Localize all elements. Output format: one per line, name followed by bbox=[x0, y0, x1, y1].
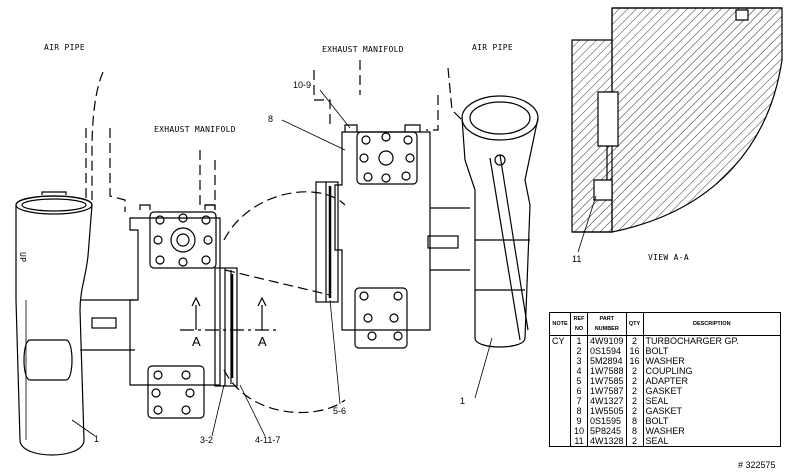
cell-note bbox=[549, 396, 571, 406]
cell-desc: ADAPTER bbox=[642, 376, 782, 386]
cell-note bbox=[549, 386, 571, 396]
cell-desc: WASHER bbox=[642, 356, 782, 366]
figure-number: # 322575 bbox=[738, 460, 776, 470]
air-pipe-right-label: AIR PIPE bbox=[472, 43, 513, 52]
cell-part: 4W9109 bbox=[587, 335, 627, 346]
header-ref-no: REF NO bbox=[570, 312, 588, 336]
callout-5-6: 5-6 bbox=[333, 406, 346, 416]
cell-qty: 2 bbox=[625, 386, 644, 396]
cell-part: 5P8245 bbox=[587, 426, 627, 436]
cell-note bbox=[549, 356, 571, 366]
up-mark: UP bbox=[18, 252, 27, 262]
cell-desc: GASKET bbox=[642, 406, 782, 416]
cell-qty: 16 bbox=[625, 346, 644, 356]
callout-4-11-7: 4-11-7 bbox=[255, 435, 280, 445]
air-pipe-left-label: AIR PIPE bbox=[44, 43, 85, 52]
cell-part: 5M2894 bbox=[587, 356, 627, 366]
cell-desc: COUPLING bbox=[642, 366, 782, 376]
cell-part: 1W7587 bbox=[587, 386, 627, 396]
right-turbocharger bbox=[315, 124, 470, 349]
cell-qty: 2 bbox=[625, 406, 644, 416]
table-row: 7 4W1327 2 SEAL bbox=[549, 396, 782, 406]
table-row: 3 5M2894 16 WASHER bbox=[549, 356, 782, 366]
header-qty: QTY bbox=[625, 312, 644, 336]
cell-ref: 10 bbox=[570, 426, 588, 436]
table-row: 8 1W5505 2 GASKET bbox=[549, 406, 782, 416]
cell-qty: 16 bbox=[625, 356, 644, 366]
callout-10-9: 10-9 bbox=[293, 80, 311, 90]
cell-part: 4W1328 bbox=[587, 436, 627, 447]
parts-table-header: NOTE REF NO PART NUMBER QTY DESCRIPTION bbox=[549, 312, 782, 336]
section-mark-right: A bbox=[258, 334, 267, 349]
cell-part: 1W5505 bbox=[587, 406, 627, 416]
callout-1-right: 1 bbox=[460, 396, 465, 406]
table-row: 9 0S1595 8 BOLT bbox=[549, 416, 782, 426]
header-note: NOTE bbox=[549, 312, 571, 336]
cell-desc: TURBOCHARGER GP. bbox=[642, 335, 782, 346]
section-view-a-a bbox=[571, 7, 783, 233]
exhaust-manifold-left-label: EXHAUST MANIFOLD bbox=[154, 125, 236, 134]
leader-lines bbox=[71, 89, 597, 437]
cell-note: CY bbox=[549, 335, 571, 346]
cell-desc: WASHER bbox=[642, 426, 782, 436]
cell-ref: 7 bbox=[570, 396, 588, 406]
section-mark-left: A bbox=[192, 334, 201, 349]
cell-ref: 5 bbox=[570, 376, 588, 386]
parts-list-table: NOTE REF NO PART NUMBER QTY DESCRIPTION … bbox=[549, 312, 782, 447]
cell-note bbox=[549, 416, 571, 426]
header-part-number: PART NUMBER bbox=[587, 312, 627, 336]
cell-part: 0S1594 bbox=[587, 346, 627, 356]
cell-desc: GASKET bbox=[642, 386, 782, 396]
cell-desc: BOLT bbox=[642, 346, 782, 356]
table-row: 10 5P8245 8 WASHER bbox=[549, 426, 782, 436]
callout-11: 11 bbox=[572, 254, 581, 264]
view-a-a-label: VIEW A-A bbox=[648, 253, 689, 262]
cell-qty: 2 bbox=[625, 436, 644, 447]
table-row: 2 0S1594 16 BOLT bbox=[549, 346, 782, 356]
table-row: 6 1W7587 2 GASKET bbox=[549, 386, 782, 396]
cell-qty: 8 bbox=[625, 416, 644, 426]
cell-part: 1W7588 bbox=[587, 366, 627, 376]
cell-desc: BOLT bbox=[642, 416, 782, 426]
table-row: 11 4W1328 2 SEAL bbox=[549, 436, 782, 447]
cell-ref: 8 bbox=[570, 406, 588, 416]
cell-ref: 4 bbox=[570, 366, 588, 376]
right-air-elbow bbox=[461, 95, 539, 348]
cell-part: 4W1327 bbox=[587, 396, 627, 406]
cell-part: 0S1595 bbox=[587, 416, 627, 426]
header-description: DESCRIPTION bbox=[642, 312, 782, 336]
cell-ref: 11 bbox=[570, 436, 588, 447]
callout-3-2: 3-2 bbox=[200, 435, 213, 445]
table-row: 5 1W7585 2 ADAPTER bbox=[549, 376, 782, 386]
cell-ref: 6 bbox=[570, 386, 588, 396]
cell-qty: 2 bbox=[625, 366, 644, 376]
cell-part: 1W7585 bbox=[587, 376, 627, 386]
left-turbocharger bbox=[129, 204, 238, 419]
cell-qty: 2 bbox=[625, 335, 644, 346]
table-row: CY 1 4W9109 2 TURBOCHARGER GP. bbox=[549, 335, 782, 346]
cell-desc: SEAL bbox=[642, 436, 782, 447]
cell-note bbox=[549, 366, 571, 376]
cell-qty: 2 bbox=[625, 376, 644, 386]
cell-note bbox=[549, 346, 571, 356]
phantom-pipes bbox=[85, 60, 463, 414]
cell-note bbox=[549, 426, 571, 436]
cell-ref: 9 bbox=[570, 416, 588, 426]
cell-note bbox=[549, 436, 571, 447]
cell-ref: 3 bbox=[570, 356, 588, 366]
callout-8: 8 bbox=[268, 114, 273, 124]
cell-qty: 2 bbox=[625, 396, 644, 406]
table-row: 4 1W7588 2 COUPLING bbox=[549, 366, 782, 376]
cell-ref: 2 bbox=[570, 346, 588, 356]
exhaust-manifold-right-label: EXHAUST MANIFOLD bbox=[322, 45, 404, 54]
cell-note bbox=[549, 406, 571, 416]
section-arrows bbox=[180, 296, 280, 331]
cell-ref: 1 bbox=[570, 335, 588, 346]
cell-desc: SEAL bbox=[642, 396, 782, 406]
callout-1-left: 1 bbox=[94, 434, 99, 444]
cell-qty: 8 bbox=[625, 426, 644, 436]
left-air-elbow bbox=[15, 191, 135, 456]
cell-note bbox=[549, 376, 571, 386]
